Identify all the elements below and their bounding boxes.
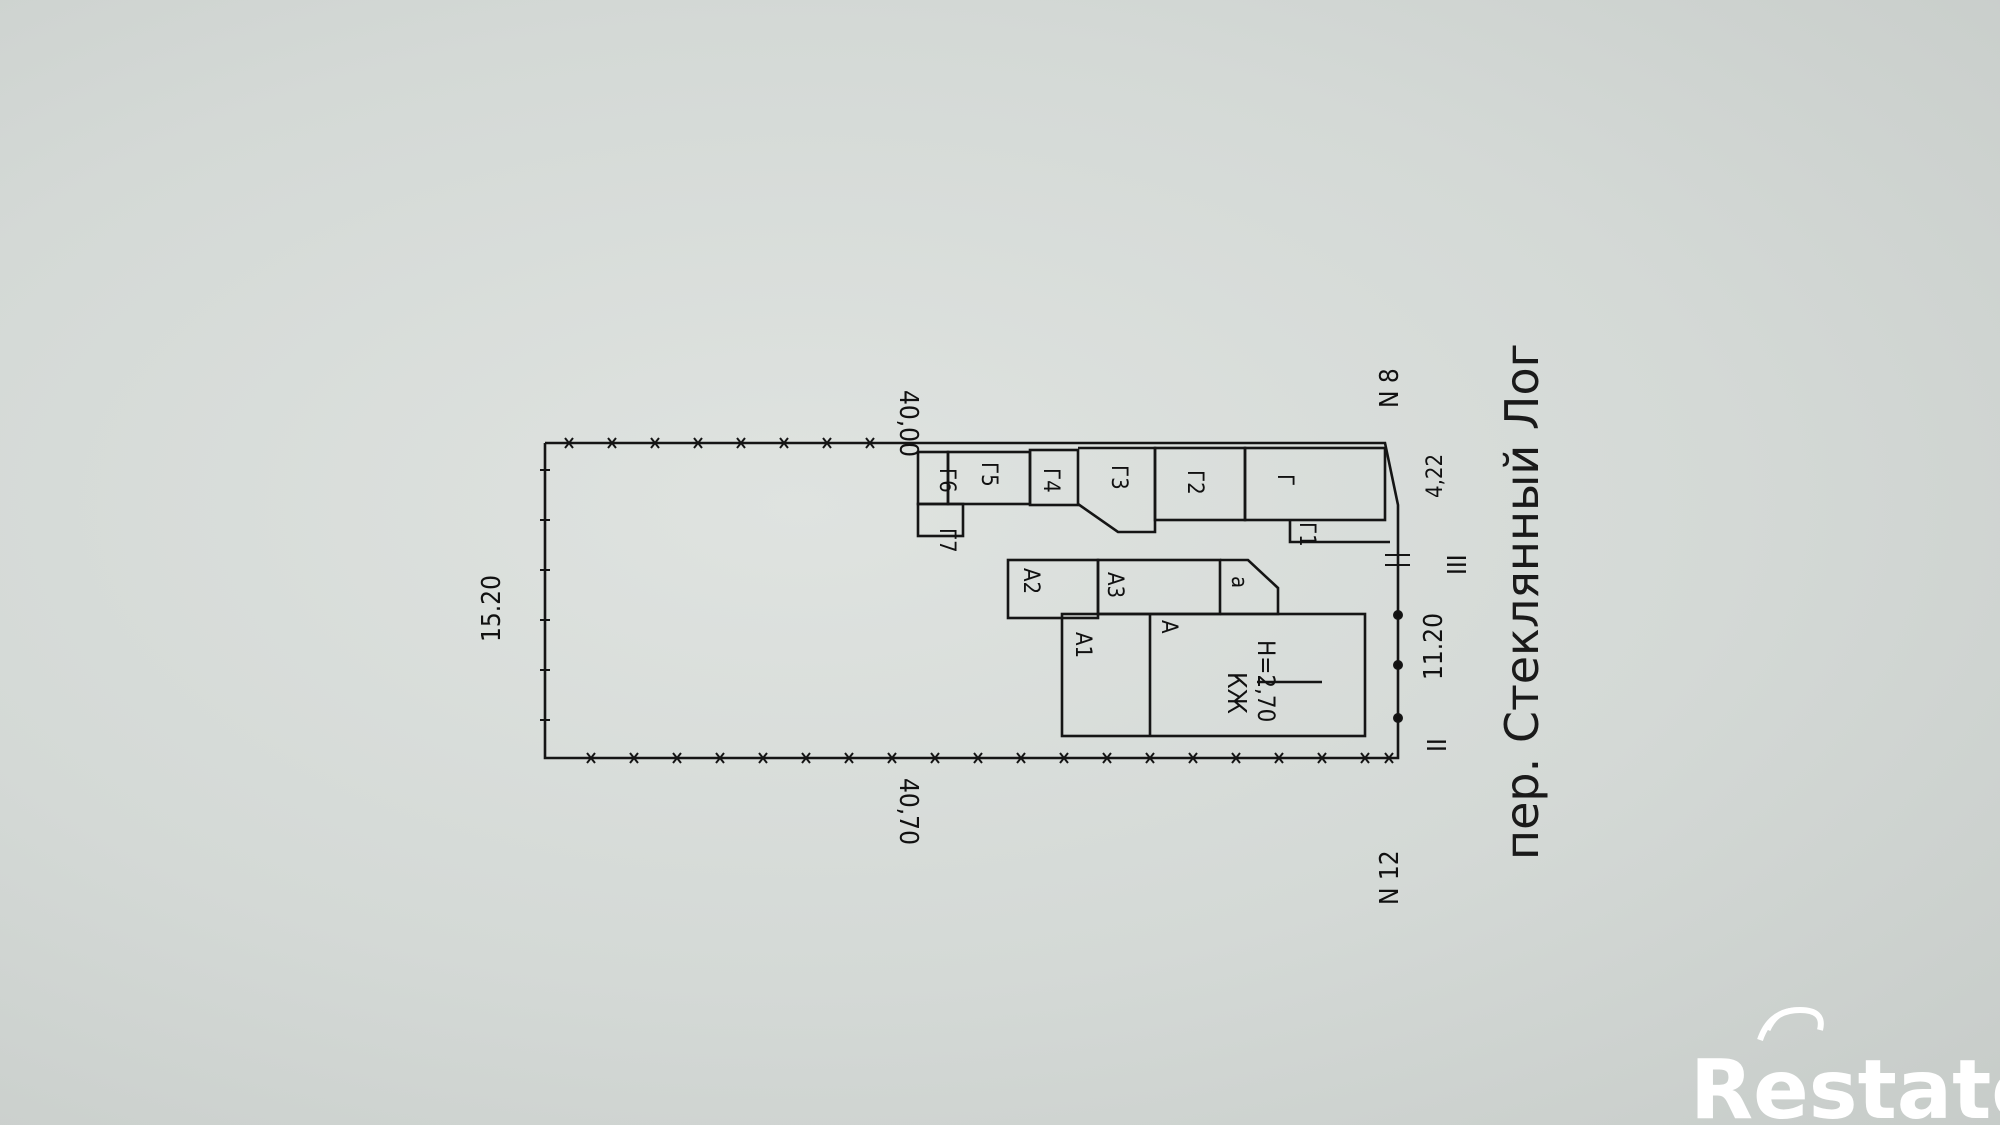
label-a3: А3 — [1102, 572, 1127, 598]
label-g6: Г6 — [934, 468, 959, 493]
dim-bottom-a: 11.20 — [1419, 613, 1449, 680]
outbuildings — [916, 446, 1390, 544]
house-outline — [1006, 558, 1367, 738]
restate-logo: Restate — [1690, 1006, 2000, 1125]
neighbor-left: N 8 — [1375, 368, 1405, 408]
house-material: КЖ — [1221, 672, 1251, 714]
label-g4: Г4 — [1038, 468, 1063, 493]
label-a1: А1 — [1070, 632, 1095, 658]
label-a: А — [1156, 620, 1181, 634]
dim-left: 40,00 — [893, 390, 923, 457]
house-height: H=2,70 — [1252, 640, 1280, 722]
fence-marks — [540, 437, 1394, 764]
neighbor-right: N 12 — [1375, 850, 1405, 905]
label-g: Г — [1272, 474, 1297, 486]
marker-iii: III — [1443, 554, 1473, 575]
watermark-text: Restate — [1690, 1043, 2000, 1125]
marker-ii: II — [1423, 738, 1453, 752]
frontage-dots — [1385, 505, 1410, 758]
street-name: пер. Стеклянный Лог — [1495, 343, 1549, 860]
dim-right: 40,70 — [893, 778, 923, 845]
dim-top: 15.20 — [477, 575, 507, 642]
label-g2: Г2 — [1182, 470, 1207, 495]
label-g5: Г5 — [976, 462, 1001, 487]
label-g3: Г3 — [1106, 465, 1131, 490]
label-g1: Г1 — [1294, 522, 1319, 547]
dim-bottom-b: 4,22 — [1423, 454, 1448, 498]
label-a2: А2 — [1018, 568, 1043, 594]
label-a-small: а — [1226, 576, 1251, 588]
label-g7: Г7 — [934, 528, 959, 553]
